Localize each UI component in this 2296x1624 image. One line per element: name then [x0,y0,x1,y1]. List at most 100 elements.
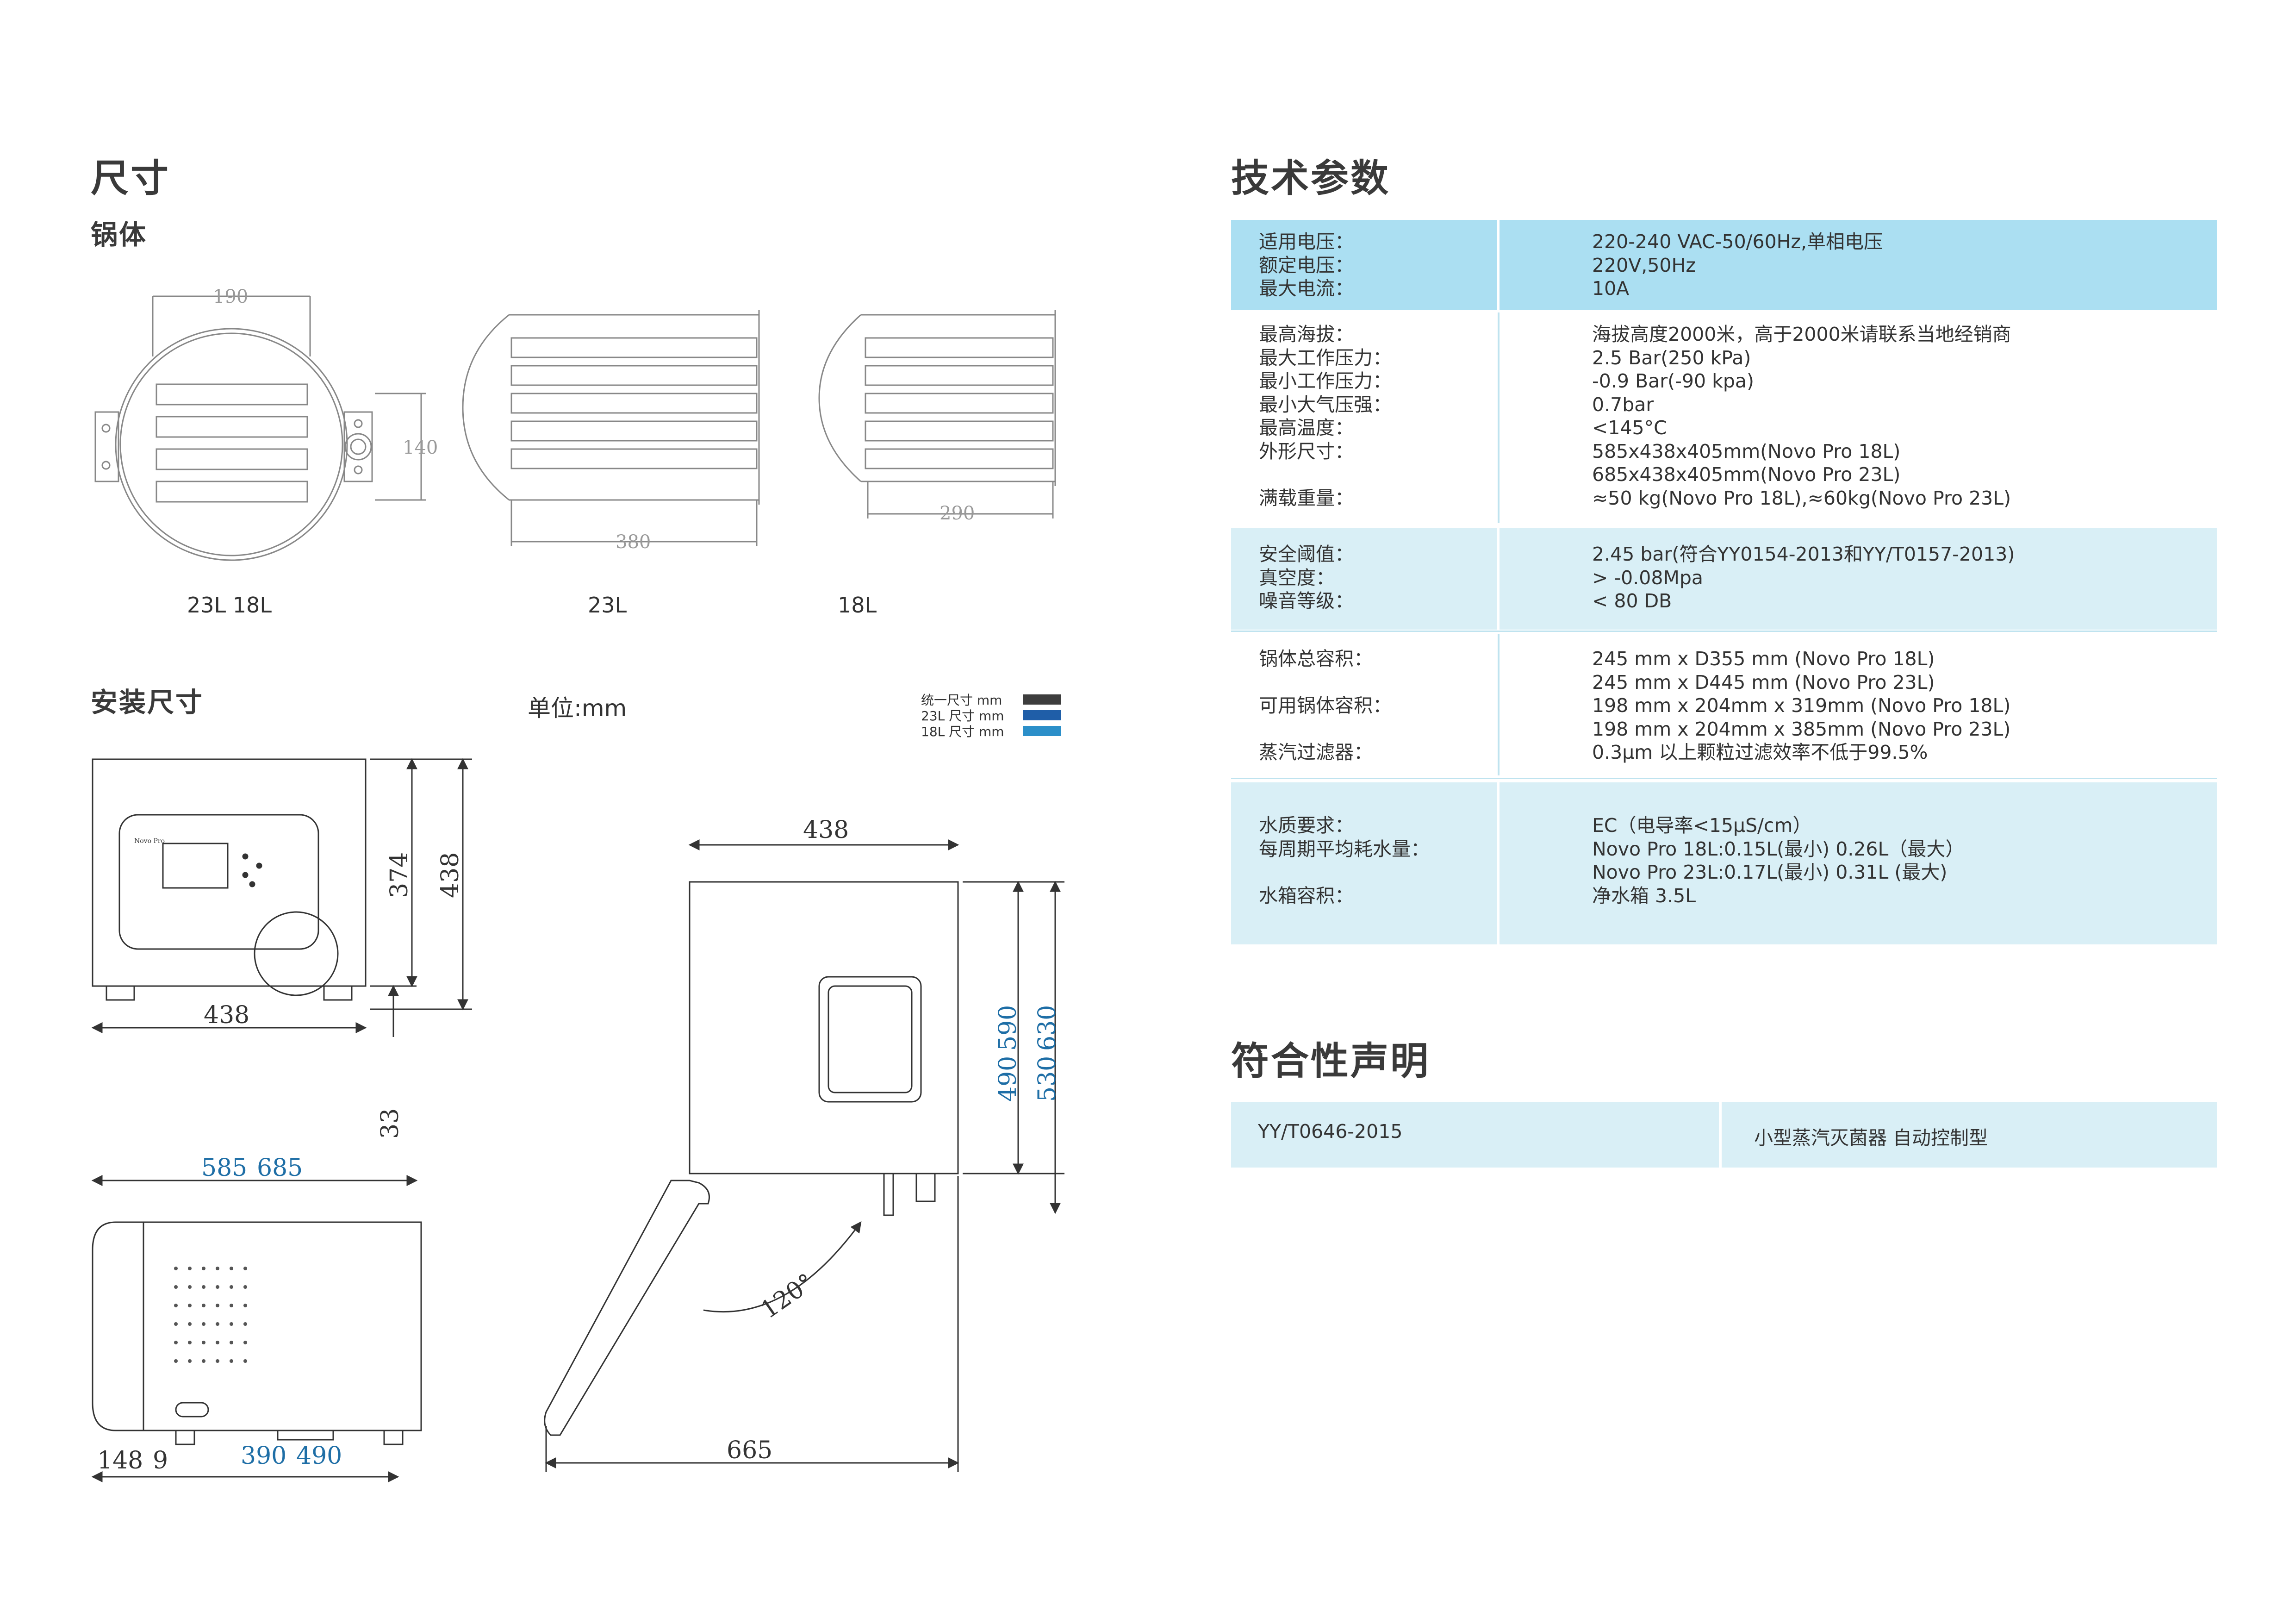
dim-590: 590 [994,1005,1022,1051]
label-23l: 23L [588,593,627,618]
dim-380: 380 [616,531,651,553]
spec-labels: 适用电压： 额定电压： 最大电流： [1231,220,1500,310]
chamber-23l-side-view [462,310,760,546]
dim-290: 290 [940,503,975,524]
spec-value: 220-240 VAC-50/60Hz,单相电压 [1592,231,1883,253]
spec-label: 最大工作压力： [1259,346,1392,369]
divider [1231,778,2217,779]
spec-value: 10A [1592,277,1630,300]
body-drawings: 190 140 380 290 [94,286,1056,561]
dim-630: 630 [1033,1005,1061,1051]
dimensions-title: 尺寸 [91,156,171,200]
dim-148: 148 [97,1447,143,1474]
spec-label: 最高温度： [1259,417,1354,439]
dim-438-height: 438 [436,852,464,898]
dim-490: 490 [296,1442,342,1470]
vent-grid [174,1267,247,1363]
spec-labels: 锅体总容积： 可用锅体容积： 蒸汽过滤器： [1231,634,1500,775]
divider [1231,631,2217,632]
spec-label: 锅体总容积： [1259,648,1373,670]
legend-item: 统一尺寸 mm [921,692,1061,708]
spec-block-electrical: 适用电压： 额定电压： 最大电流： 220-240 VAC-50/60Hz,单相… [1231,220,2217,310]
legend-swatch [1023,726,1061,736]
chamber-front-view [94,295,426,561]
dimension-legend: 统一尺寸 mm 23L 尺寸 mm 18L 尺寸 mm [921,692,1061,739]
spec-value: <145°C [1592,417,1667,439]
spec-label: 最高海拔： [1259,323,1354,345]
spec-value: 198 mm x 204mm x 319mm (Novo Pro 18L) [1592,694,2011,717]
spec-values: 220-240 VAC-50/60Hz,单相电压 220V,50Hz 10A [1500,220,2217,310]
spec-label: 适用电压： [1259,231,1354,253]
spec-value: 220V,50Hz [1592,254,1696,276]
top-view-door-open [544,839,1064,1472]
spec-value: 0.7bar [1592,393,1654,416]
dim-530: 530 [1033,1056,1061,1102]
chamber-18l-side-view [818,310,1056,518]
dim-front-438: 438 [204,1001,249,1029]
spec-value: 2.45 bar(符合YY0154-2013和YY/T0157-2013) [1592,543,2015,565]
dim-490-height: 490 [994,1056,1022,1102]
spec-value: ≈50 kg(Novo Pro 18L),≈60kg(Novo Pro 23L) [1592,487,2011,509]
dim-33: 33 [376,1108,404,1139]
spec-value: EC（电导率<15μS/cm） [1592,814,1812,837]
dim-374: 374 [386,852,413,898]
spec-value: 0.3μm 以上颗粒过滤效率不低于99.5% [1592,741,1928,763]
dim-665: 665 [727,1437,772,1464]
spec-label [1259,718,1498,741]
spec-label [1259,861,1497,884]
dim-585: 585 [201,1154,247,1182]
legend-label: 23L 尺寸 mm [921,708,1004,724]
spec-label: 水质要求： [1259,814,1354,837]
spec-value: 685x438x405mm(Novo Pro 23L) [1592,463,1901,486]
spec-label: 满载重量： [1259,487,1354,509]
install-drawings: Novo Pro 438 374 438 33 585 685 148 9 39… [91,758,1064,1482]
spec-value: 245 mm x D445 mm (Novo Pro 23L) [1592,671,1935,693]
spec-label: 最大电流： [1259,277,1354,300]
spec-values: 海拔高度2000米，高于2000米请联系当地经销商 2.5 Bar(250 kP… [1500,312,2217,523]
spec-value: 净水箱 3.5L [1592,884,1696,907]
legend-label: 统一尺寸 mm [921,693,1002,708]
spec-labels: 水质要求： 每周期平均耗水量： 水箱容积： [1231,782,1500,944]
legend-item: 18L 尺寸 mm [921,723,1061,739]
legend-swatch [1023,694,1061,705]
unit-label: 单位:mm [528,695,627,722]
spec-value: 2.5 Bar(250 kPa) [1592,346,1751,369]
body-subtitle: 锅体 [91,219,148,250]
spec-label: 蒸汽过滤器： [1259,741,1373,763]
spec-label: 额定电压： [1259,254,1354,276]
label-23l-18l: 23L 18L [187,593,272,618]
dim-9: 9 [153,1447,168,1474]
conformity-title: 符合性声明 [1231,1039,1431,1083]
spec-labels: 最高海拔： 最大工作压力： 最小工作压力： 最小大气压强： 最高温度： 外形尺寸… [1231,312,1500,523]
spec-value: Novo Pro 23L:0.17L(最小) 0.31L (最大) [1592,861,1948,883]
spec-value: 245 mm x D355 mm (Novo Pro 18L) [1592,648,1935,670]
dim-190: 190 [213,286,248,307]
spec-label [1259,463,1498,487]
dim-390: 390 [241,1442,286,1470]
spec-block-chamber: 锅体总容积： 可用锅体容积： 蒸汽过滤器： 245 mm x D355 mm (… [1231,634,2217,775]
spec-label: 可用锅体容积： [1259,694,1392,717]
tech-params-title: 技术参数 [1231,156,1391,200]
legend-label: 18L 尺寸 mm [921,724,1004,739]
spec-value: > -0.08Mpa [1592,566,1703,589]
panel-brand: Novo Pro [134,837,165,845]
spec-values: 245 mm x D355 mm (Novo Pro 18L) 245 mm x… [1500,634,2217,775]
spec-label: 安全阈值： [1259,543,1354,565]
dim-140: 140 [403,437,438,458]
dim-685: 685 [257,1154,303,1182]
install-dimensions-title: 安装尺寸 [91,687,204,718]
spec-block-water: 水质要求： 每周期平均耗水量： 水箱容积： EC（电导率<15μS/cm） No… [1231,782,2217,944]
spec-block-safety: 安全阈值： 真空度： 噪音等级： 2.45 bar(符合YY0154-2013和… [1231,528,2217,630]
spec-label: 水箱容积： [1259,884,1354,907]
dim-top-438: 438 [803,816,849,844]
legend-swatch [1023,710,1061,720]
spec-label: 真空度： [1259,566,1335,589]
spec-labels: 安全阈值： 真空度： 噪音等级： [1231,528,1500,630]
spec-label: 噪音等级： [1259,590,1354,612]
conformity-standard: YY/T0646-2015 [1231,1102,1722,1168]
spec-value: 585x438x405mm(Novo Pro 18L) [1592,440,1901,462]
spec-label [1259,671,1498,694]
conformity-description: 小型蒸汽灭菌器 自动控制型 [1754,1127,1988,1149]
legend-item: 23L 尺寸 mm [921,707,1061,724]
spec-block-operating: 最高海拔： 最大工作压力： 最小工作压力： 最小大气压强： 最高温度： 外形尺寸… [1231,312,2217,523]
